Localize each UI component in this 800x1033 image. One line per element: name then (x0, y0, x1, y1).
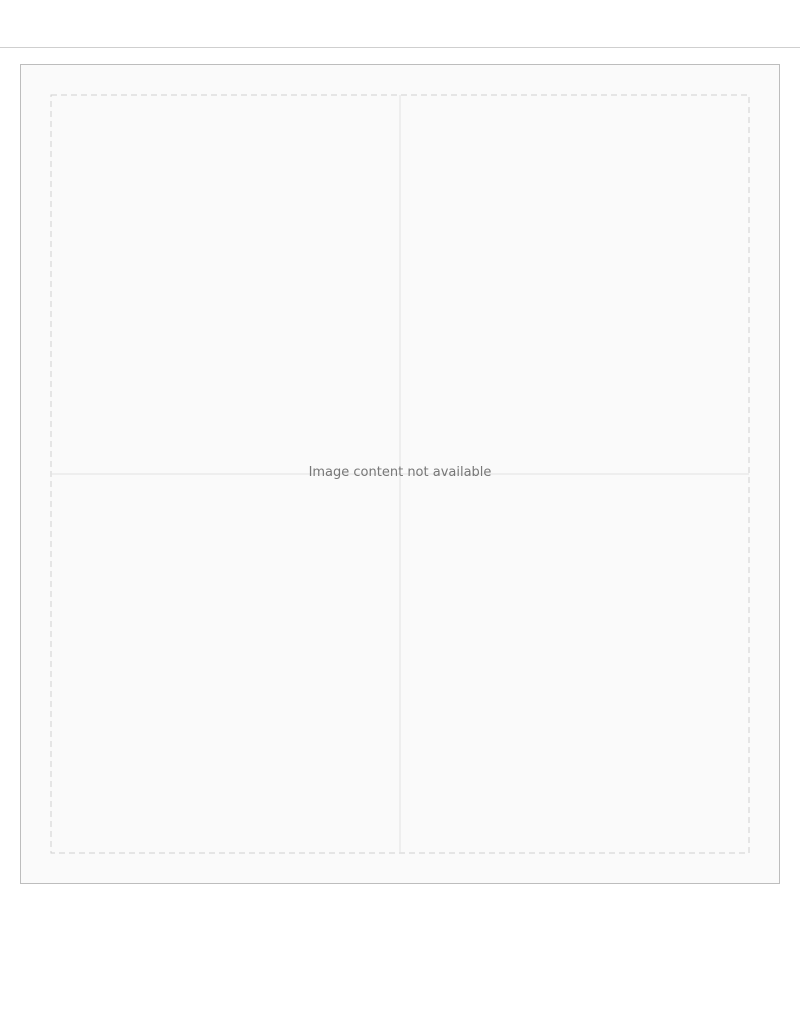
page-footer (20, 1004, 780, 1026)
page-header (0, 0, 800, 48)
reference-notes (20, 900, 780, 996)
content-notice: Image content not available (308, 465, 492, 480)
diagram-canvas (50, 94, 750, 854)
diagram-area: Image content not available (20, 64, 780, 884)
